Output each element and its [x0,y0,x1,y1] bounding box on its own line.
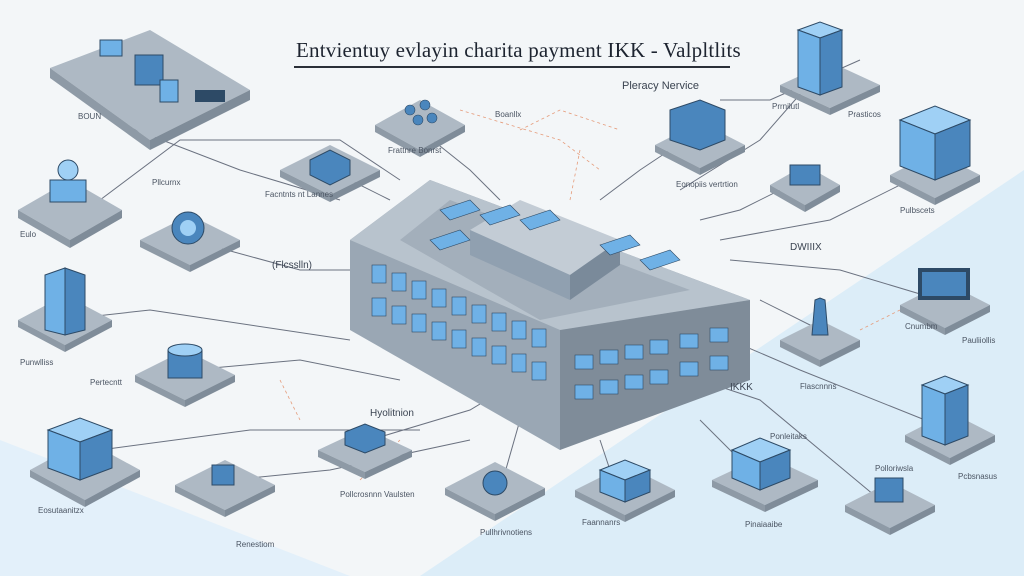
label-center-mid: (Flcsslln) [272,260,312,271]
node-top-right-mid [655,99,745,175]
node-bottom-right-1 [712,437,818,512]
node-bottom-left-2 [175,460,275,517]
dashed-connectors [279,109,901,481]
node-top-left-cluster [50,30,250,150]
label-right-6: Pauliiollis [962,336,996,345]
label-bottom-6: Pinaiaaibe [745,520,783,529]
label-top-left-stack: BOUN [78,112,102,121]
label-right-11: Polloriwsla [875,464,914,473]
label-left-1: Eulo [20,230,37,239]
node-bottom-center [445,462,545,521]
node-left-tower [18,267,112,352]
node-left-2 [140,211,240,272]
label-center-left: Facntnts nt Lannes [265,190,334,199]
node-top-right-tower [780,21,880,115]
label-center-top-2: Frattnre Bonrst [388,146,442,155]
label-left-3: Punwlliss [20,358,54,367]
node-bottom-center-left [318,423,412,479]
node-right-building-top [890,105,980,205]
label-left-4: Pertecntt [90,378,123,387]
node-left-mid-small [280,145,380,202]
node-left-building [30,417,140,507]
label-bottom-1: Hyolitnion [370,408,414,419]
label-right-1: Prrnilutl [772,102,800,111]
label-right-10: Ponleitaks [770,432,807,441]
node-right-tower [905,375,995,465]
title-underline [294,66,730,68]
node-left-dome [135,343,235,407]
node-bottom-center-right [575,459,675,522]
label-bottom-5: Faannanrs [582,518,621,527]
label-right-2: Prasticos [848,110,881,119]
label-left-5: Eosutaanitzx [38,506,84,515]
label-right-7: Flascnnns [800,382,837,391]
label-right-5: Cnumbm [905,322,938,331]
label-right-8: Pcbsnasus [958,472,998,481]
label-right-9: IKKK [730,382,753,393]
label-bottom-4: Pullhrivnotiens [480,528,533,537]
page-title: Entvientuy evlayin charita payment IKK -… [296,38,741,62]
label-right-4: DWIIIX [790,242,822,253]
central-building [350,180,750,450]
node-left-1 [18,159,122,248]
node-right-mid [900,268,990,335]
label-bottom-2: Pollcrosnnn Vaulsten [340,490,415,499]
label-center-right-top: Eonopiis vertrtion [676,180,738,189]
label-bottom-3: Renestiom [236,540,275,549]
node-right-center-tower [780,297,860,367]
node-bottom-right-2 [845,477,935,535]
label-right-3: Pulbscets [900,206,935,215]
label-center-top: Boanllx [495,110,522,119]
page-subtitle: Pleracy Nervice [622,80,700,92]
node-right-small [770,164,840,212]
label-left-2: Pllcurnx [152,178,181,187]
node-top-center [375,99,465,157]
